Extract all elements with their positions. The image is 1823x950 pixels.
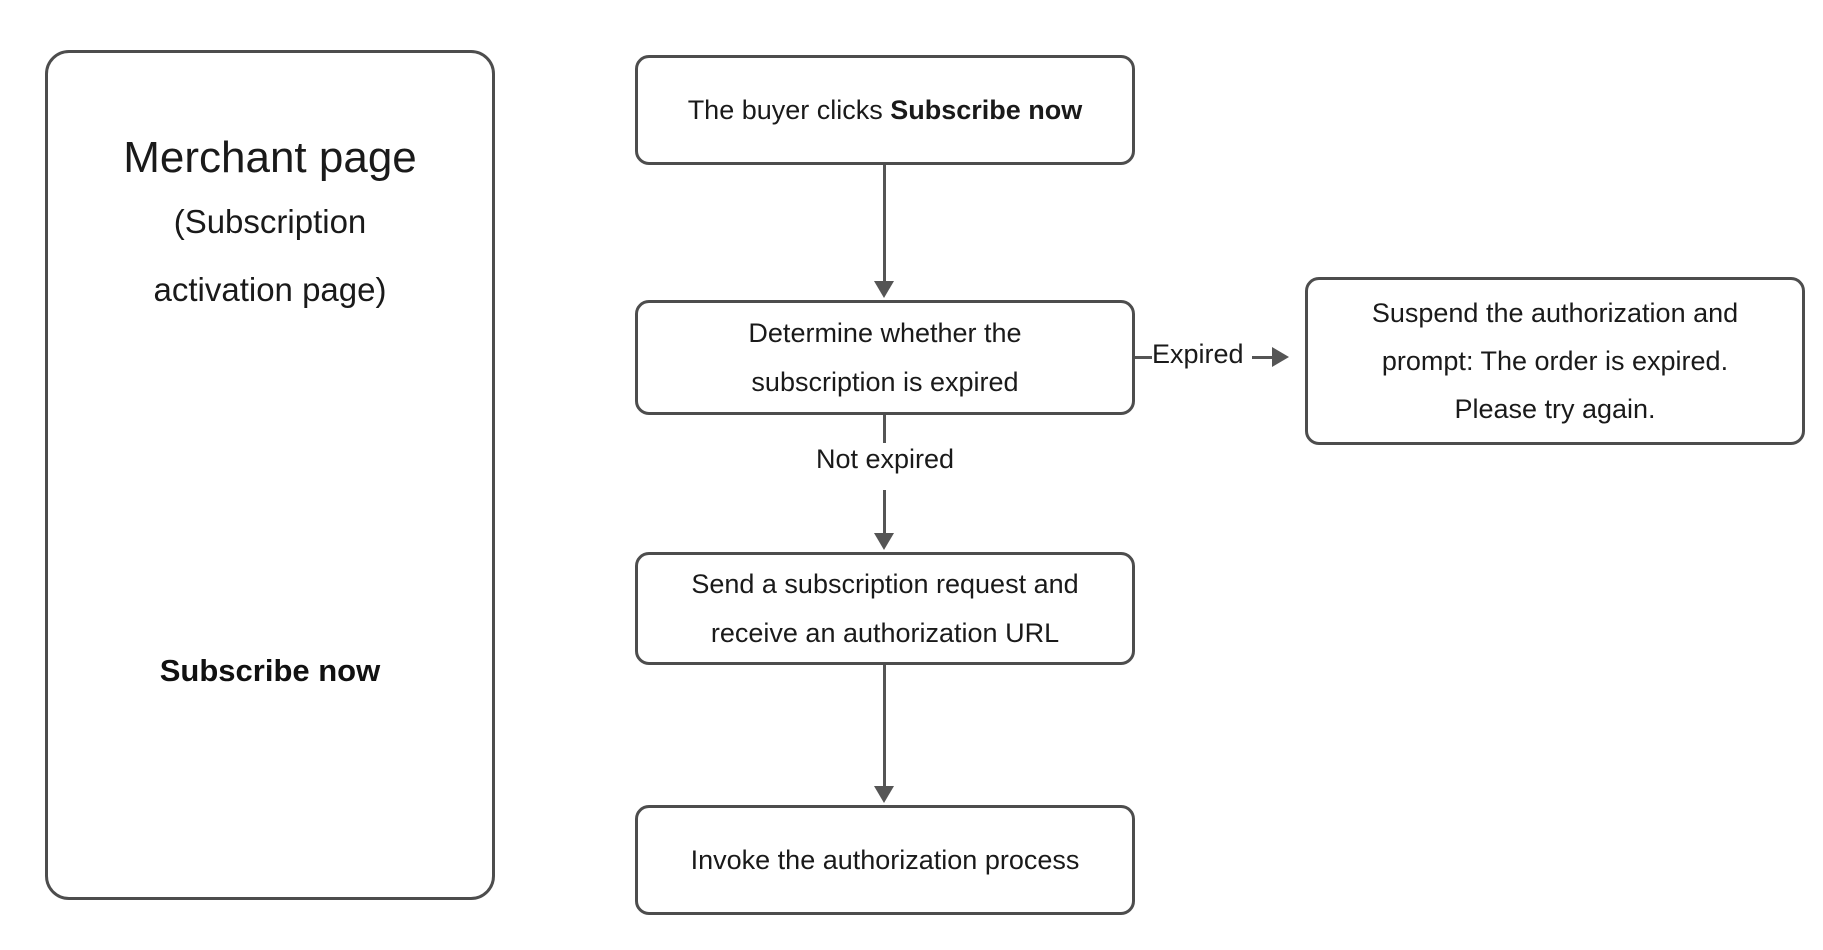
flow-node-suspend-authorization-line-3: Please try again. xyxy=(1454,394,1656,425)
flow-node-send-subscription-request[interactable]: Send a subscription request and receive … xyxy=(635,552,1135,665)
edge-determine-to-send-arrowhead-icon xyxy=(874,533,894,550)
flow-node-determine-expired-line-2: subscription is expired xyxy=(751,366,1019,397)
flow-node-buyer-clicks[interactable]: The buyer clicks Subscribe now xyxy=(635,55,1135,165)
edge-label-expired: Expired xyxy=(1152,339,1244,369)
subscribe-now-button[interactable]: Subscribe now xyxy=(159,653,381,688)
flow-node-determine-expired[interactable]: Determine whether the subscription is ex… xyxy=(635,300,1135,415)
flow-node-buyer-clicks-text: The buyer clicks Subscribe now xyxy=(688,86,1083,134)
edge-determine-to-suspend-line-left xyxy=(1135,356,1157,359)
edge-determine-to-send-line-lower xyxy=(883,490,886,534)
flow-node-suspend-authorization[interactable]: Suspend the authorization and prompt: Th… xyxy=(1305,277,1805,445)
flow-node-send-subscription-request-line-1: Send a subscription request and xyxy=(691,569,1079,600)
edge-label-not-expired: Not expired xyxy=(635,444,1135,475)
edge-determine-to-send-line-upper xyxy=(883,415,886,443)
flow-node-buyer-clicks-prefix: The buyer clicks xyxy=(687,94,891,125)
flow-node-invoke-authorization-line-1: Invoke the authorization process xyxy=(690,844,1080,875)
flow-node-determine-expired-line-1: Determine whether the xyxy=(748,318,1022,349)
merchant-page-panel: Merchant page (Subscription activation p… xyxy=(45,50,495,900)
merchant-page-title: Merchant page xyxy=(123,133,417,182)
flow-node-send-subscription-request-line-2: receive an authorization URL xyxy=(710,617,1060,648)
edge-send-to-invoke-line xyxy=(883,665,886,788)
flow-node-buyer-clicks-emphasis: Subscribe now xyxy=(890,94,1083,125)
edge-determine-to-suspend-arrowhead-icon xyxy=(1272,347,1289,367)
merchant-page-subtitle-line-1: (Subscription xyxy=(173,202,367,240)
edge-click-to-determine-line xyxy=(883,165,886,283)
edge-send-to-invoke-arrowhead-icon xyxy=(874,786,894,803)
merchant-page-subtitle-line-2: activation page) xyxy=(153,271,387,309)
flow-node-invoke-authorization[interactable]: Invoke the authorization process xyxy=(635,805,1135,915)
edge-click-to-determine-arrowhead-icon xyxy=(874,281,894,298)
edge-determine-to-suspend-line-right xyxy=(1252,356,1274,359)
flow-node-suspend-authorization-line-2: prompt: The order is expired. xyxy=(1381,345,1729,376)
flow-node-suspend-authorization-line-1: Suspend the authorization and xyxy=(1371,297,1739,328)
